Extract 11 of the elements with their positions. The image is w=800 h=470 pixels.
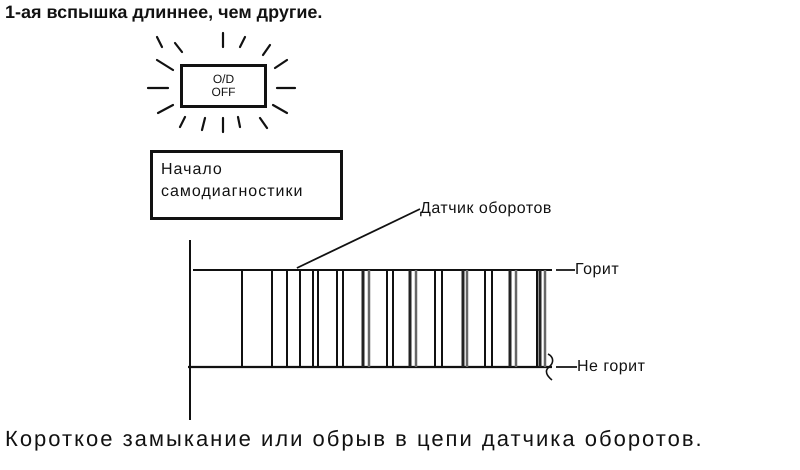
label-box: Начало самодиагностики xyxy=(150,150,343,220)
title: 1-ая вспышка длиннее, чем другие. xyxy=(5,2,322,23)
pulse-waveform xyxy=(188,268,556,382)
level-label: Горит xyxy=(575,260,620,280)
leader-line xyxy=(296,208,420,269)
leader-line xyxy=(556,269,575,271)
part-label: Датчик оборотов xyxy=(420,199,552,219)
indicator-lamp: O/D OFF xyxy=(180,64,267,108)
caption: Короткое замыкание или обрыв в цепи датчика оборотов. xyxy=(5,426,704,452)
leader-line xyxy=(556,366,577,368)
level-label: Не горит xyxy=(577,357,646,377)
